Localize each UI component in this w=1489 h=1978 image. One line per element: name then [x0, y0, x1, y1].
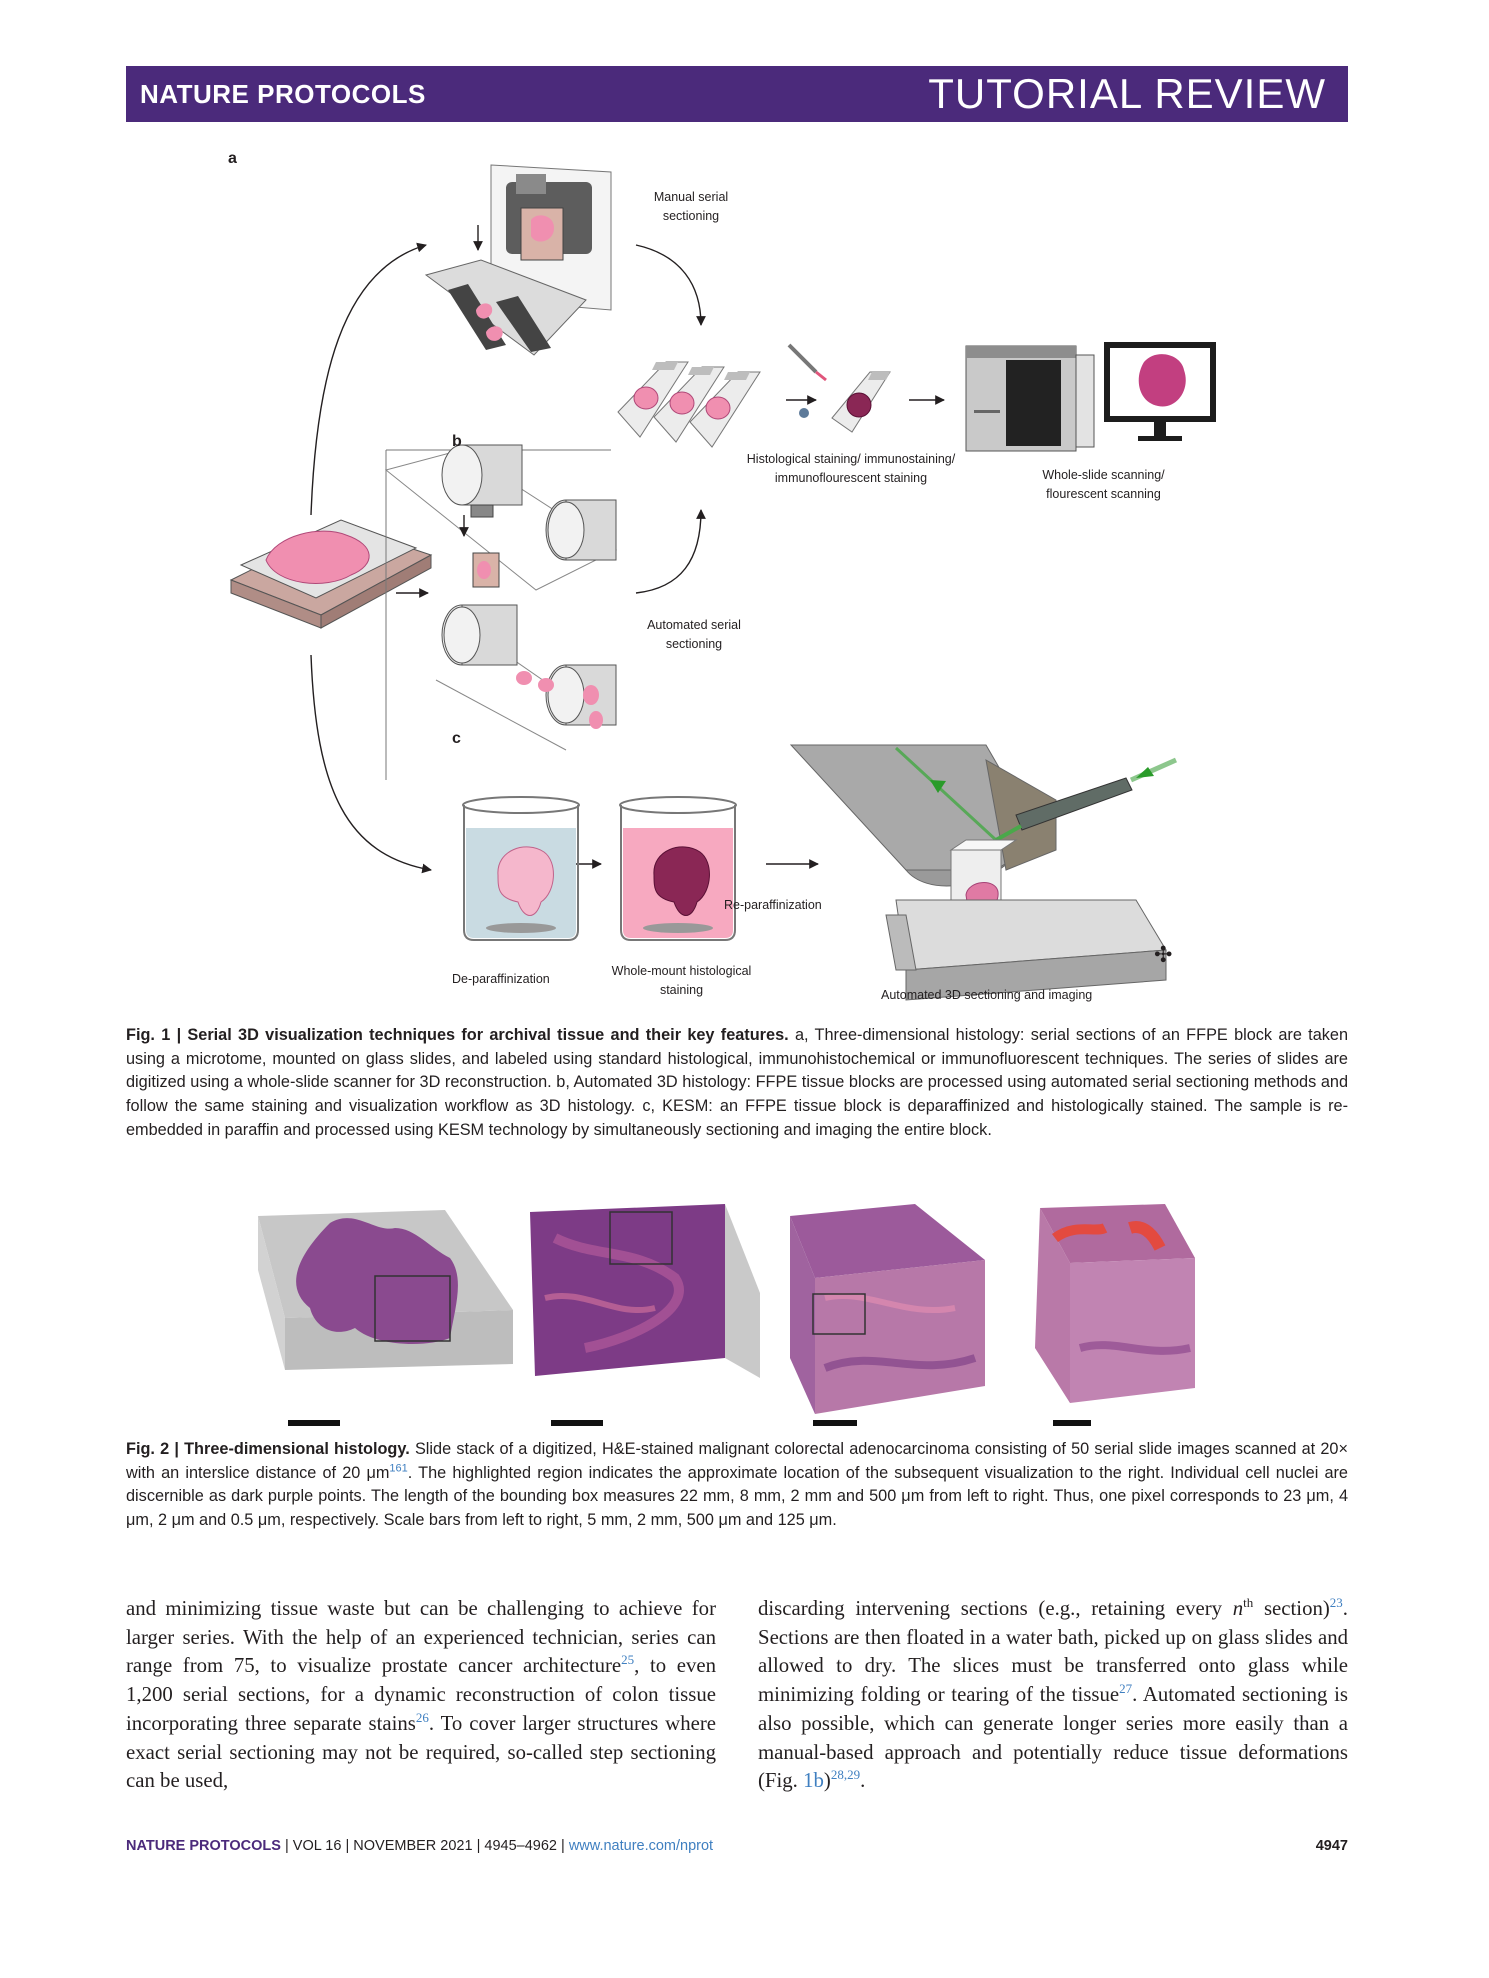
- staining-tools: [787, 343, 891, 433]
- scale-bar-2mm: [551, 1420, 603, 1426]
- reference-27[interactable]: 27: [1119, 1681, 1133, 1697]
- journal-name: NATURE PROTOCOLS: [140, 79, 426, 109]
- footer-journal: NATURE PROTOCOLS: [126, 1838, 281, 1854]
- label-whole-mount-staining: Whole-mount histological staining: [611, 964, 752, 997]
- figure-1-caption: Fig. 1 | Serial 3D visualization techniq…: [126, 1024, 1348, 1143]
- article-section: TUTORIAL REVIEW: [928, 70, 1326, 117]
- stack-rendering-8mm: [530, 1204, 760, 1378]
- arrow-manual-to-slides: [635, 244, 706, 326]
- figure-1-caption-text: a, Three-dimensional histology: serial s…: [126, 1026, 1349, 1139]
- footer-date: NOVEMBER 2021: [353, 1838, 473, 1854]
- figure-2-renderings: [258, 1204, 1195, 1414]
- body-column-left: and minimizing tissue waste but can be c…: [126, 1597, 716, 1793]
- body-column-right: discarding intervening sections (e.g., r…: [758, 1595, 1348, 1793]
- label-automated-sectioning: Automated serial sectioning: [647, 618, 741, 651]
- monitor: [1104, 342, 1216, 441]
- slide-scanner: [965, 345, 1095, 452]
- label-kesm: Automated 3D sectioning and imaging: [881, 988, 1093, 1002]
- figure-1-illustration: ✣: [229, 164, 1216, 1001]
- figure-1: ✣ a b c Manual serial sectioning Histolo…: [126, 150, 1348, 1015]
- stack-rendering-500um: [1035, 1204, 1195, 1403]
- figure-2: [255, 1198, 1215, 1428]
- figure-2-caption-text: Slide stack of a digitized, H&E-stained …: [126, 1440, 1348, 1482]
- figure-1-caption-label: Fig. 1 | Serial 3D visualization techniq…: [126, 1026, 789, 1044]
- tape-rollers: [384, 444, 618, 780]
- ffpe-block: [229, 519, 433, 629]
- kesm-instrument: ✣: [789, 744, 1178, 1001]
- arrow-to-microtome: [310, 242, 427, 516]
- panel-label-b: b: [452, 433, 462, 450]
- beaker-whole-mount-staining: [619, 796, 737, 941]
- beaker-deparaffinization: [462, 796, 580, 941]
- figure-reference-1b[interactable]: 1b: [803, 1769, 824, 1793]
- label-scanning: Whole-slide scanning/ flourescent scanni…: [1042, 468, 1165, 501]
- figure-2-caption: Fig. 2 | Three-dimensional histology. Sl…: [126, 1440, 1348, 1530]
- stack-rendering-2mm: [790, 1204, 985, 1414]
- label-manual-sectioning: Manual serial sectioning: [653, 190, 729, 223]
- microtome: [424, 164, 612, 356]
- stack-rendering-22mm: [258, 1210, 513, 1370]
- page-number: 4947: [1315, 1838, 1348, 1854]
- scale-bar-500um: [813, 1420, 857, 1426]
- figure-2-caption-label: Fig. 2 | Three-dimensional histology.: [126, 1440, 410, 1458]
- label-deparaffinization: De-paraffinization: [452, 972, 550, 986]
- label-reparaffinization: Re-paraffinization: [724, 898, 822, 912]
- reference-161[interactable]: 161: [389, 1462, 408, 1475]
- svg-text:✣: ✣: [1154, 943, 1172, 968]
- panel-label-a: a: [228, 150, 237, 167]
- scale-bar-125um: [1053, 1420, 1091, 1426]
- footer-volume: VOL 16: [292, 1838, 342, 1854]
- arrow-to-kesm-path: [310, 654, 432, 874]
- label-staining: Histological staining/ immunostaining/ i…: [746, 452, 956, 485]
- glass-slides: [617, 361, 761, 448]
- footer-url-link[interactable]: www.nature.com/nprot: [568, 1838, 714, 1854]
- arrow-auto-to-slides: [635, 509, 706, 594]
- page-footer: NATURE PROTOCOLS | VOL 16 | NOVEMBER 202…: [126, 1838, 1348, 1854]
- reference-28-29[interactable]: 28,29: [830, 1767, 861, 1783]
- reference-25[interactable]: 25: [621, 1652, 635, 1668]
- scale-bar-5mm: [288, 1420, 340, 1426]
- reference-23[interactable]: 23: [1329, 1595, 1343, 1611]
- panel-label-c: c: [452, 730, 461, 747]
- journal-header-bar: NATURE PROTOCOLS TUTORIAL REVIEW: [126, 66, 1348, 122]
- footer-pages: 4945–4962: [484, 1838, 557, 1854]
- reference-26[interactable]: 26: [415, 1709, 429, 1725]
